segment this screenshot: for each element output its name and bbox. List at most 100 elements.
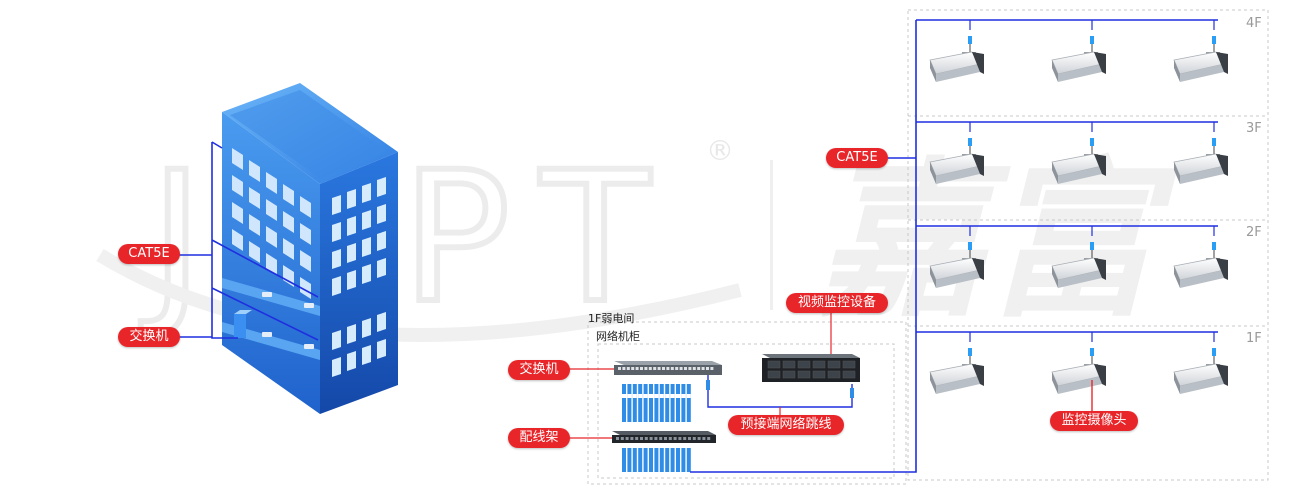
patch-cord-tag	[643, 394, 648, 398]
patch-cord-lower	[665, 448, 670, 472]
camera-lens	[1216, 52, 1228, 74]
switch-port	[644, 367, 648, 370]
building-window	[283, 238, 294, 260]
camera-icon	[1173, 348, 1228, 394]
switch-port	[701, 367, 705, 370]
patch-panel-port	[649, 437, 653, 440]
patch-panel-port	[683, 437, 687, 440]
building-side-window	[377, 231, 386, 251]
patch-cord	[670, 384, 675, 422]
camera-plug	[1090, 348, 1094, 356]
switch-port	[626, 367, 630, 370]
camera-icon	[929, 138, 984, 184]
building-camera-icon	[262, 332, 272, 337]
camera-back	[930, 266, 936, 288]
floors-frame	[907, 9, 1269, 481]
camera-plug	[1212, 348, 1216, 356]
building-window	[249, 241, 260, 263]
camera-body-bottom	[1180, 270, 1224, 288]
building-illustration	[174, 83, 398, 414]
switch-port	[688, 367, 692, 370]
patch-panel-port	[688, 437, 691, 440]
building-side-window	[332, 195, 341, 215]
nvr-drive-bay	[827, 360, 841, 369]
patch-panel-port	[625, 437, 629, 440]
building-camera-icon	[262, 292, 272, 297]
switch-port	[684, 367, 687, 370]
camera-icon	[1051, 242, 1106, 288]
patch-cord-lower	[686, 448, 691, 472]
patch-panel-port	[659, 437, 663, 440]
patch-panel-port	[697, 437, 701, 440]
patch-cord-lower	[632, 448, 637, 472]
building-window	[266, 226, 277, 248]
patch-cord	[659, 384, 664, 422]
building-camera-icon	[304, 303, 314, 308]
camera-body-bottom	[1180, 64, 1224, 82]
switch-nvr-plug-a	[706, 380, 710, 390]
camera-body-bottom	[936, 376, 980, 394]
building-side-window	[347, 189, 356, 209]
panel-riser-cable	[690, 470, 917, 473]
camera-back	[1174, 266, 1180, 288]
camera-body-bottom	[1058, 64, 1102, 82]
switch-top	[614, 361, 722, 365]
switch-port	[662, 367, 665, 370]
building-slab-lower	[222, 322, 320, 360]
camera-back	[930, 372, 936, 394]
patch-cord-label: 预接端网络跳线	[728, 415, 844, 435]
nvr-label: 视频监控设备	[786, 293, 888, 313]
camera-plug	[1212, 242, 1216, 250]
switch-port	[710, 367, 714, 370]
switch-port	[697, 367, 701, 370]
building-side-window	[377, 258, 386, 278]
watermark-registered: ®	[706, 134, 734, 167]
nvr-drive-bay	[782, 360, 796, 369]
building-roof-inset	[230, 90, 388, 178]
building-side-window	[347, 243, 356, 263]
camera-plug	[1090, 36, 1094, 44]
camera-icon	[929, 348, 984, 394]
nvr-drive-bay	[797, 370, 811, 379]
camera-back	[1052, 60, 1058, 82]
building-side-window	[362, 210, 371, 230]
patch-cord-lower	[659, 448, 664, 472]
camera-icon	[1173, 36, 1228, 82]
floors-cat5e-label: CAT5E	[826, 148, 888, 168]
patch-cord	[638, 384, 643, 422]
camera-lens	[1094, 154, 1106, 176]
floors-group	[876, 9, 1269, 481]
nvr-drive-bay	[767, 370, 781, 379]
patch-panel-port	[630, 437, 634, 440]
building-window	[232, 148, 243, 170]
patch-panel-port	[654, 437, 658, 440]
nvr-drive-bay	[842, 370, 856, 379]
camera-icon	[1051, 36, 1106, 82]
patch-cord-lower	[649, 448, 653, 472]
patch-cord-tag	[659, 394, 664, 398]
patch-panel-port	[707, 437, 711, 440]
building-side-window	[377, 204, 386, 224]
patch-panel-port	[640, 437, 643, 440]
camera-label: 监控摄像头	[1050, 411, 1138, 431]
patch-panel-port	[644, 437, 648, 440]
patch-cord	[654, 384, 659, 422]
building-side-window	[332, 330, 341, 350]
nvr-drive-bay	[767, 360, 781, 369]
building-switch-label: 交换机	[118, 327, 180, 347]
patch-cord-tag	[638, 394, 643, 398]
switch-port	[653, 367, 657, 370]
building-window	[300, 196, 311, 218]
camera-body-bottom	[936, 270, 980, 288]
camera-back	[930, 162, 936, 184]
switch-port	[692, 367, 696, 370]
patch-cord-tag	[632, 394, 637, 398]
camera-plug	[968, 242, 972, 250]
camera-lens	[1094, 364, 1106, 386]
building-cat5e-label: CAT5E	[118, 244, 180, 264]
patch-panel-port	[692, 437, 696, 440]
switch-port	[618, 367, 621, 370]
camera-back	[1052, 372, 1058, 394]
building-cable-top	[211, 141, 223, 149]
